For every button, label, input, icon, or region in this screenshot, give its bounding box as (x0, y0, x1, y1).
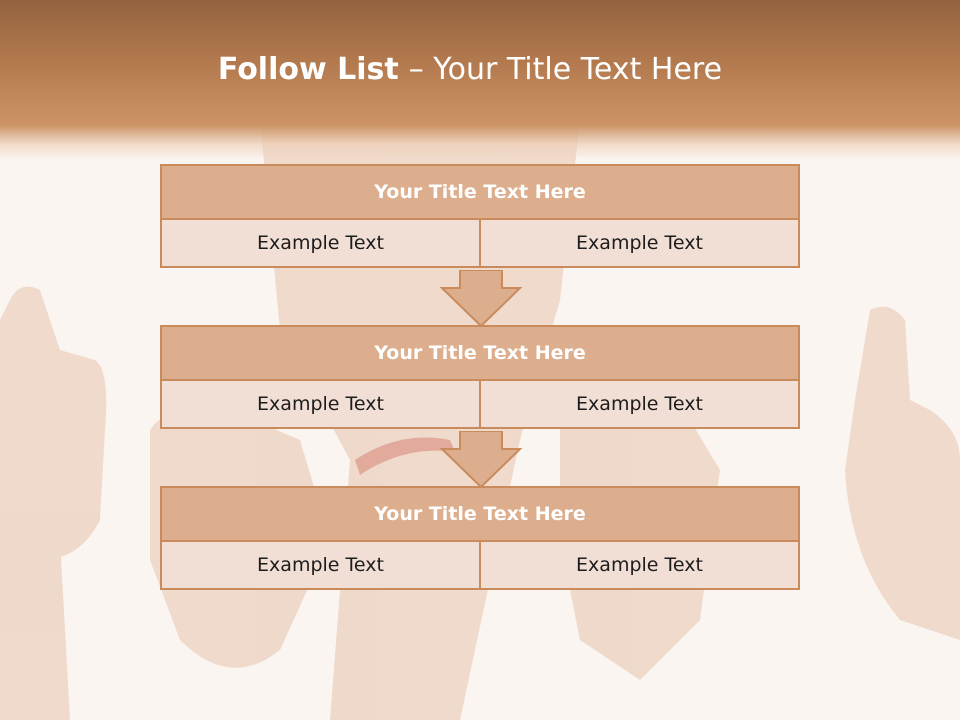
block-2-right-cell: Example Text (479, 379, 800, 429)
block-2-title: Your Title Text Here (160, 325, 800, 381)
down-arrow-icon (439, 270, 523, 328)
block-2-row: Example Text Example Text (160, 379, 800, 429)
slide-title-bold: Follow List (217, 52, 399, 87)
block-1-title: Your Title Text Here (160, 164, 800, 220)
list-block-3: Your Title Text Here Example Text Exampl… (160, 486, 800, 590)
list-block-2: Your Title Text Here Example Text Exampl… (160, 325, 800, 429)
block-1-left-cell: Example Text (160, 218, 481, 268)
block-3-row: Example Text Example Text (160, 540, 800, 590)
block-3-right-cell: Example Text (479, 540, 800, 590)
block-1-right-cell: Example Text (479, 218, 800, 268)
slide-title-rest: – Your Title Text Here (408, 52, 723, 87)
block-2-left-cell: Example Text (160, 379, 481, 429)
title-banner (0, 0, 960, 160)
block-3-title: Your Title Text Here (160, 486, 800, 542)
block-3-left-cell: Example Text (160, 540, 481, 590)
list-block-1: Your Title Text Here Example Text Exampl… (160, 164, 800, 268)
down-arrow-icon (439, 431, 523, 489)
block-1-row: Example Text Example Text (160, 218, 800, 268)
slide-title: Follow List – Your Title Text Here (0, 52, 940, 87)
